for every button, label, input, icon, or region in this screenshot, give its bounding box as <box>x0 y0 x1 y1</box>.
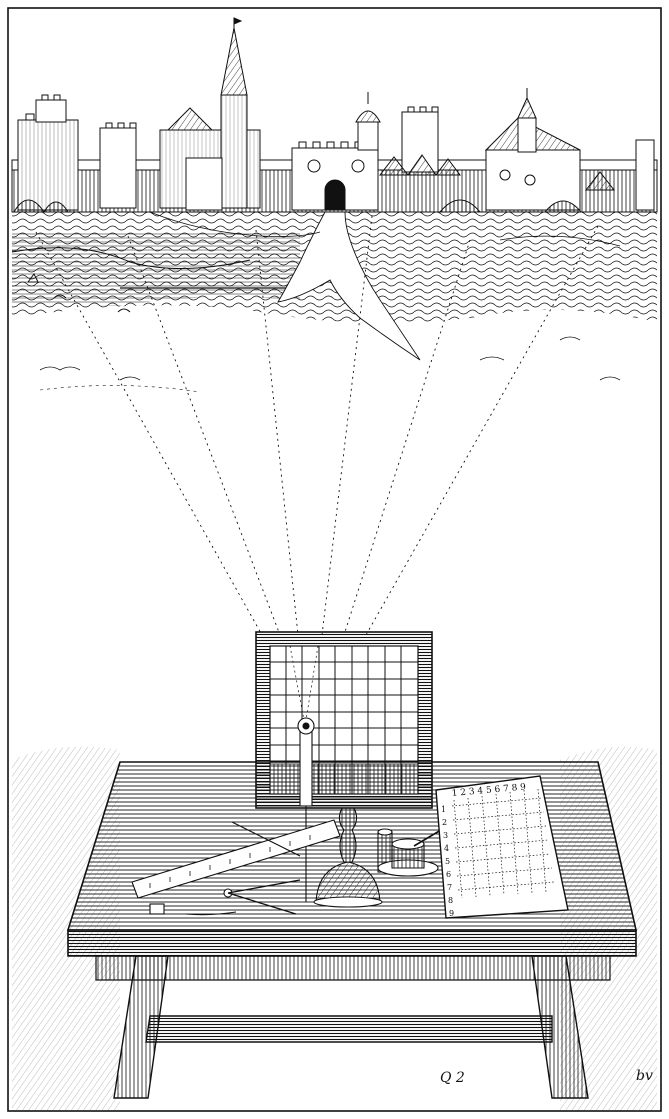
grid-paper-sheet <box>435 775 569 919</box>
instruments <box>131 717 569 919</box>
table-stretcher <box>145 1015 553 1043</box>
grid-paper-row-number: 2 <box>442 818 447 827</box>
page-mark: bv <box>636 1068 653 1084</box>
grid-paper-row-number: 4 <box>444 844 449 853</box>
grid-paper-row-number: 6 <box>446 870 451 879</box>
grid-paper-lines <box>451 788 555 899</box>
grid-paper-row-number: 5 <box>445 857 450 866</box>
town-skyline <box>11 17 658 213</box>
plate-border <box>7 7 662 1112</box>
sight-rod <box>299 725 313 807</box>
sight-lines <box>35 215 599 636</box>
table-leg-right <box>531 955 589 1099</box>
grid-paper-row-numbers: 1 2 3 4 5 6 7 8 9 <box>441 805 454 918</box>
grid-paper-row-number: 7 <box>447 883 452 892</box>
signature-mark: Q 2 <box>440 1070 465 1086</box>
grid-paper-row-number: 1 <box>441 805 446 814</box>
grid-paper-row-number: 9 <box>449 909 454 918</box>
bell-base <box>315 861 381 903</box>
grid-paper-row-number: 3 <box>443 831 448 840</box>
grid-paper-row-number: 8 <box>448 896 453 905</box>
table-leg-left <box>113 955 169 1099</box>
